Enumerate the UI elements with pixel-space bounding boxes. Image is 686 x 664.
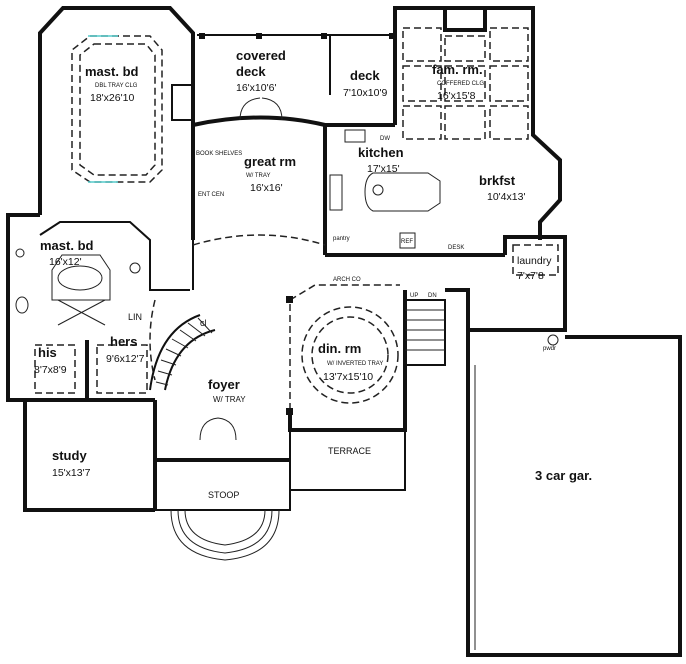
label-ent-cen: ENT CEN	[198, 192, 224, 198]
svg-text:covered: covered	[236, 48, 286, 63]
svg-text:17'x15': 17'x15'	[367, 163, 400, 175]
deck-walls	[192, 33, 395, 127]
label-lin: LIN	[128, 312, 142, 322]
svg-text:7'x7'8: 7'x7'8	[517, 270, 544, 282]
terrace-walls	[154, 430, 406, 561]
dining-room-walls	[286, 284, 407, 432]
garage-walls	[466, 335, 682, 657]
master-suite-walls	[6, 213, 190, 512]
label-great-room: great rm W/ TRAY 16'x16'	[244, 154, 296, 194]
label-family-room: fam. rm. COFFERED CLG 16'x15'8	[432, 62, 484, 102]
label-kitchen: kitchen 17'x15'	[358, 145, 404, 175]
label-arch-co: ARCH CO	[333, 277, 361, 283]
foyer-walls	[149, 314, 290, 510]
label-up: UP	[410, 293, 418, 299]
label-master-bed: mast. bd DBL TRAY CLG 18'x26'10	[85, 64, 139, 104]
label-covered-deck: covered deck 16'x10'6'	[236, 48, 286, 94]
label-ref: REF	[401, 239, 413, 245]
laundry-walls	[470, 235, 567, 346]
label-book-shelves: BOOK SHELVES	[196, 151, 242, 157]
master-bedroom-walls	[38, 6, 195, 240]
svg-text:10'4x13': 10'4x13'	[487, 191, 525, 203]
label-dn: DN	[428, 293, 437, 299]
svg-text:COFFERED CLG: COFFERED CLG	[437, 81, 484, 87]
svg-text:7'10x10'9: 7'10x10'9	[343, 87, 387, 99]
svg-text:DBL TRAY CLG: DBL TRAY CLG	[95, 83, 138, 89]
label-laundry: laundry 7'x7'8	[517, 255, 552, 282]
svg-text:15'x13'7: 15'x13'7	[52, 467, 91, 479]
label-hers: hers 9'6x12'7	[106, 334, 145, 365]
label-dining-room: din. rm W/ INVERTED TRAY 13'7x15'10	[318, 341, 383, 383]
svg-text:din. rm: din. rm	[318, 341, 361, 356]
svg-text:hers: hers	[110, 334, 137, 349]
label-study: study 15'x13'7	[52, 448, 91, 479]
svg-text:16'x12': 16'x12'	[49, 256, 82, 268]
kitchen-walls	[192, 123, 505, 290]
svg-text:9'6x12'7: 9'6x12'7	[106, 353, 145, 365]
svg-text:foyer: foyer	[208, 377, 240, 392]
svg-text:deck: deck	[350, 68, 380, 83]
svg-text:18'x26'10: 18'x26'10	[90, 92, 134, 104]
family-room-walls	[393, 6, 562, 240]
label-his: his 8'7x8'9	[34, 345, 67, 376]
svg-text:fam. rm.: fam. rm.	[432, 62, 483, 77]
svg-text:brkfst: brkfst	[479, 173, 516, 188]
svg-text:laundry: laundry	[517, 255, 552, 267]
label-breakfast: brkfst 10'4x13'	[479, 173, 525, 203]
label-garage: 3 car gar.	[535, 468, 592, 483]
label-stoop: STOOP	[208, 490, 239, 500]
svg-text:W/ TRAY: W/ TRAY	[213, 395, 246, 404]
label-foyer: foyer W/ TRAY	[208, 377, 246, 404]
svg-text:his: his	[38, 345, 57, 360]
label-deck: deck 7'10x10'9	[343, 68, 387, 99]
svg-text:great rm: great rm	[244, 154, 296, 169]
svg-text:mast. bd: mast. bd	[40, 238, 94, 253]
label-terrace: TERRACE	[328, 446, 371, 456]
svg-text:mast. bd: mast. bd	[85, 64, 139, 79]
svg-text:16'x16': 16'x16'	[250, 182, 283, 194]
svg-text:16'x10'6': 16'x10'6'	[236, 82, 276, 94]
label-dw: DW	[380, 136, 390, 142]
label-powder: pwdr	[543, 346, 556, 352]
svg-text:8'7x8'9: 8'7x8'9	[34, 364, 67, 376]
label-cl: cl	[200, 318, 207, 328]
label-master-bath: mast. bd 16'x12'	[40, 238, 94, 268]
svg-text:W/ TRAY: W/ TRAY	[246, 173, 270, 179]
svg-text:kitchen: kitchen	[358, 145, 404, 160]
label-desk: DESK	[448, 245, 464, 251]
svg-text:13'7x15'10: 13'7x15'10	[323, 371, 373, 383]
svg-text:W/ INVERTED TRAY: W/ INVERTED TRAY	[327, 361, 383, 367]
svg-text:study: study	[52, 448, 87, 463]
svg-text:16'x15'8: 16'x15'8	[437, 90, 476, 102]
main-stair	[404, 288, 470, 366]
label-pantry: pantry	[333, 236, 350, 242]
svg-text:deck: deck	[236, 64, 266, 79]
